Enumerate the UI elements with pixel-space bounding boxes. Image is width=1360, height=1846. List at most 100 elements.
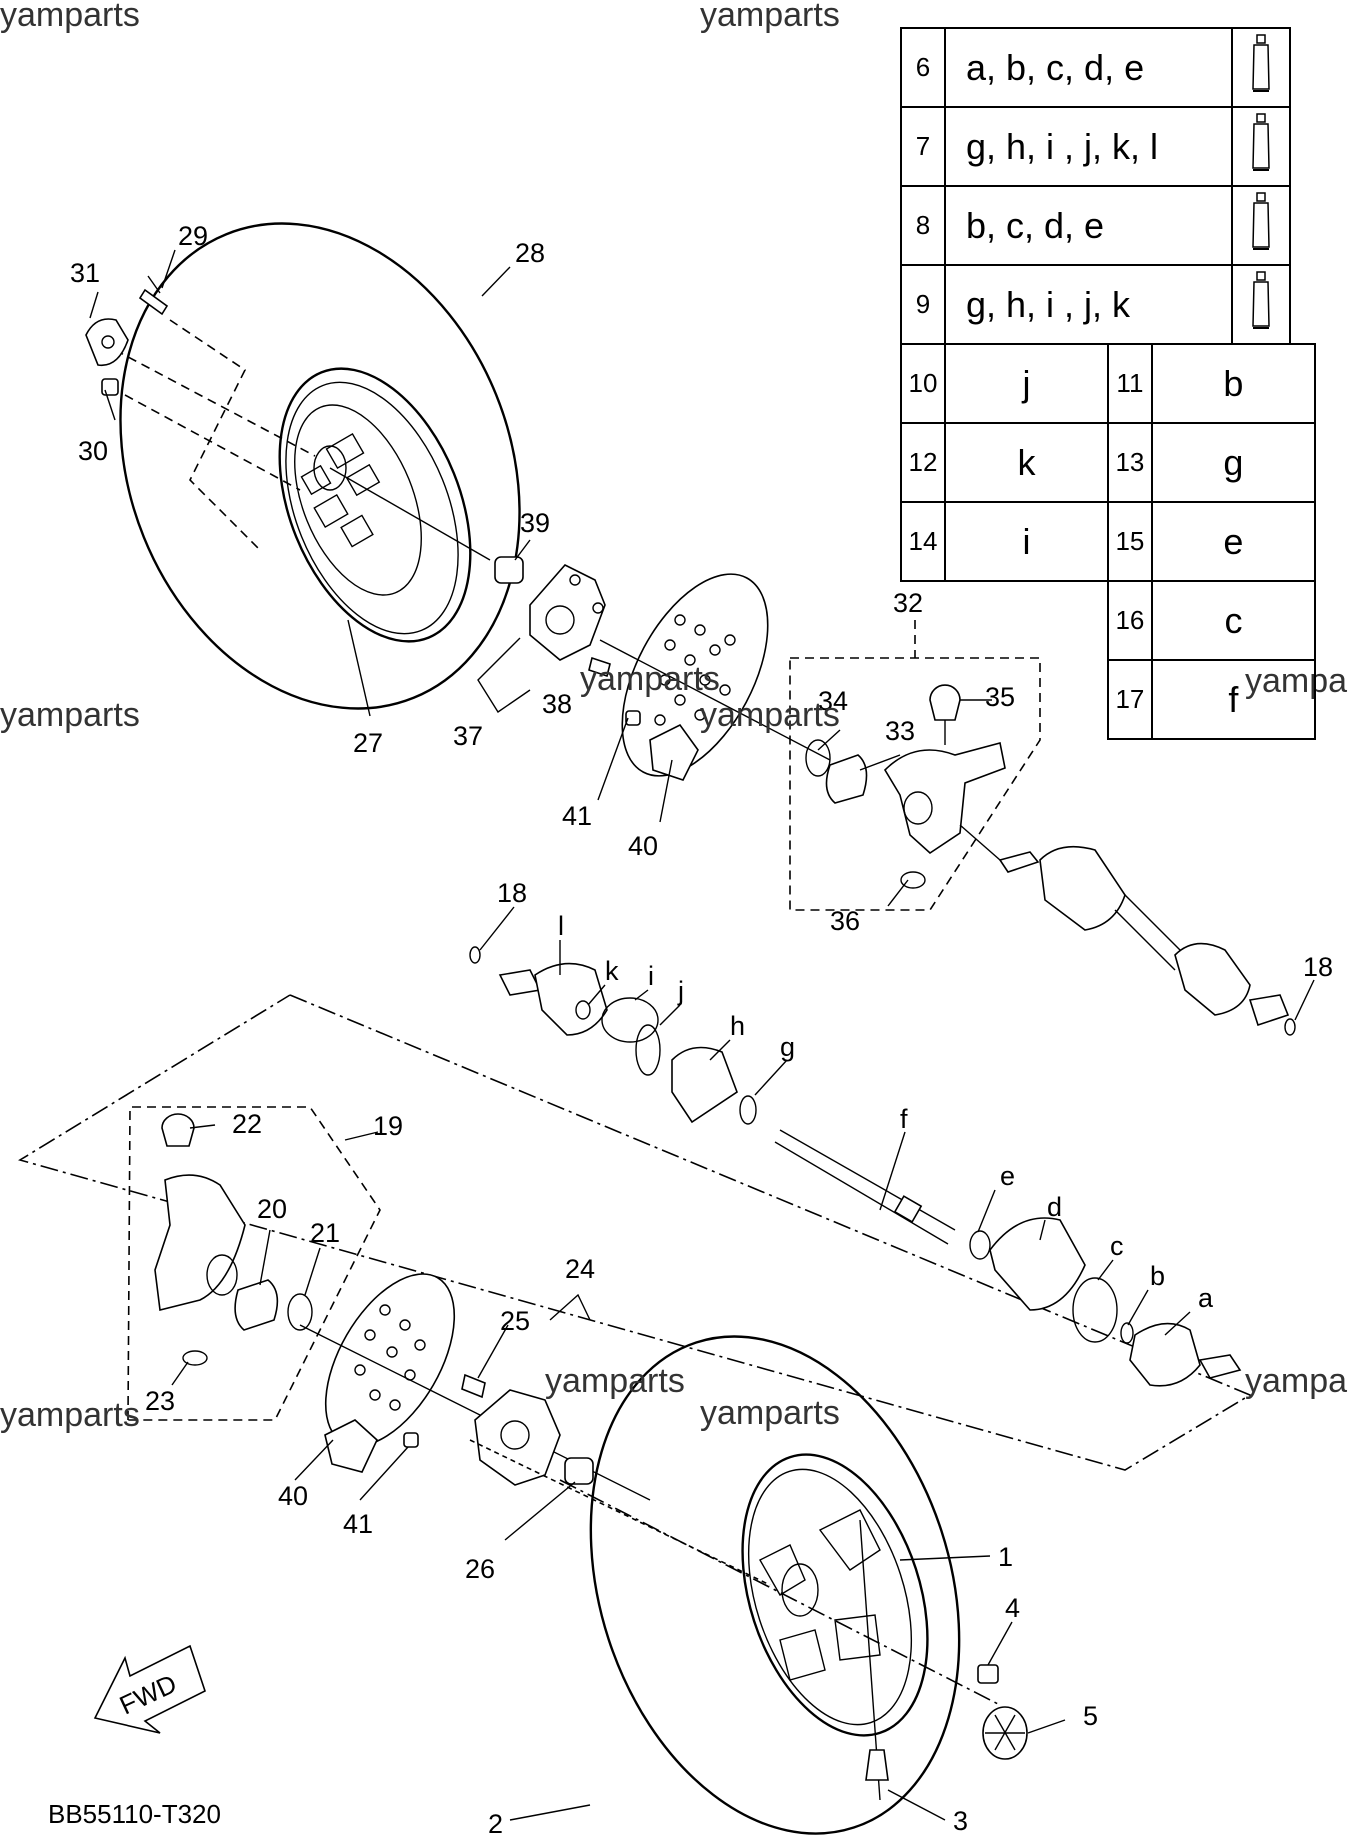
- cv-joint-parts-row-2: [774, 1129, 1242, 1387]
- callout-24: 24: [565, 1254, 595, 1284]
- legend-row-number: 8: [900, 185, 946, 266]
- legend-single-value: f: [1150, 659, 1317, 740]
- part-letter-table: 10 j 11 b 12 k 13 g 14 i 15 e 16 c 17 f: [900, 343, 1317, 740]
- callout-32: 32: [893, 588, 923, 618]
- outer-race-a: [1129, 1322, 1201, 1387]
- upper-tire: [119, 222, 521, 710]
- legend-row-letters: b, c, d, e: [944, 185, 1233, 266]
- hub-cap-31: [85, 318, 129, 367]
- upper-brake-disc: [599, 573, 831, 781]
- callout-letter-j: j: [677, 976, 684, 1006]
- watermark: yamparts: [0, 1396, 140, 1434]
- watermark: yamparts: [0, 696, 140, 734]
- legend-pair-value: i: [943, 501, 1109, 582]
- callout-letter-g: g: [780, 1032, 795, 1062]
- hub-24: [474, 1389, 561, 1486]
- callout-18-left: 18: [497, 878, 527, 908]
- legend-pair-value: g: [1150, 422, 1317, 503]
- ring-b: [1120, 1322, 1134, 1344]
- shaft-f: [893, 1195, 923, 1223]
- watermark: yamparts: [700, 0, 840, 34]
- knuckle: [883, 742, 1006, 855]
- legend-pair-number: 14: [900, 501, 946, 582]
- callout-letter-f: f: [900, 1104, 908, 1134]
- callout-1: 1: [998, 1542, 1013, 1572]
- ball-joint-22: [161, 1113, 195, 1147]
- clip-23: [182, 1350, 208, 1366]
- grease-tube-icon: [1231, 106, 1291, 187]
- nut-4: [977, 1664, 999, 1684]
- callout-26: 26: [465, 1554, 495, 1584]
- legend-pair-row: 12 k 13 g: [900, 422, 1317, 503]
- watermark: yampa: [1245, 1362, 1347, 1400]
- bolt-41-lower: [403, 1432, 419, 1448]
- cv-boot-upper-inner: [1174, 942, 1251, 1016]
- stud-29: [138, 288, 169, 316]
- legend-single-number: 16: [1106, 580, 1153, 661]
- watermark: yamparts: [580, 660, 720, 698]
- legend-pair-number: 12: [900, 422, 946, 503]
- callout-3: 3: [953, 1806, 968, 1836]
- callout-letter-d: d: [1047, 1192, 1062, 1222]
- leader-lines: [89, 249, 1315, 1821]
- lower-group-outline: [18, 994, 1252, 1471]
- legend-row-letters: g, h, i , j, k: [944, 264, 1233, 345]
- boot-d: [989, 1217, 1086, 1311]
- callout-letter-l: l: [558, 911, 564, 941]
- callout-36: 36: [830, 906, 860, 936]
- circlip-21: [287, 1293, 313, 1331]
- bolt-41: [625, 710, 641, 726]
- callout-41-lower: 41: [343, 1509, 373, 1539]
- legend-pair-row: 14 i 15 e: [900, 501, 1317, 582]
- callout-2: 2: [488, 1809, 503, 1839]
- legend-single-row: 16 c: [901, 580, 1317, 661]
- legend-row: 8 b, c, d, e: [900, 185, 1291, 266]
- upper-drive-shaft: [959, 824, 1296, 1036]
- legend-single-row: 17 f: [901, 659, 1317, 740]
- clip-18-left: [469, 946, 481, 964]
- legend-pair-number: 10: [900, 343, 946, 424]
- hub-37: [529, 564, 606, 661]
- nut-30: [101, 378, 119, 396]
- bolt-38: [588, 656, 611, 678]
- callout-33: 33: [885, 716, 915, 746]
- legend-row-letters: g, h, i , j, k, l: [944, 106, 1233, 187]
- callout-23: 23: [145, 1386, 175, 1416]
- lower-rim: [741, 1453, 929, 1737]
- legend-pair-value: k: [943, 422, 1109, 503]
- bolt-25: [461, 1373, 486, 1399]
- cv-boot-upper-outer: [1039, 845, 1126, 931]
- legend-pair-value: e: [1150, 501, 1317, 582]
- watermark: yamparts: [0, 0, 140, 34]
- callout-29: 29: [178, 221, 208, 251]
- legend-row-letters: a, b, c, d, e: [944, 27, 1233, 108]
- bearing-20: [234, 1279, 279, 1331]
- ring-j: [635, 1024, 661, 1076]
- lubrication-legend: 6 a, b, c, d, e 7 g, h, i , j, k, l 8 b,…: [900, 27, 1317, 740]
- legend-row-number: 9: [900, 264, 946, 345]
- legend-row: 6 a, b, c, d, e: [900, 27, 1291, 108]
- legend-single-value: c: [1150, 580, 1317, 661]
- legend-pair-value: j: [943, 343, 1109, 424]
- clip-18-right: [1284, 1018, 1296, 1036]
- callout-letter-c: c: [1110, 1231, 1124, 1261]
- band-c: [1072, 1277, 1118, 1343]
- callout-25: 25: [500, 1306, 530, 1336]
- band-e: [969, 1230, 991, 1260]
- clip-36: [900, 871, 926, 889]
- nut-26: [564, 1457, 594, 1485]
- callout-38: 38: [542, 689, 572, 719]
- callout-40-upper: 40: [628, 831, 658, 861]
- callout-28: 28: [515, 238, 545, 268]
- callout-letter-a: a: [1198, 1283, 1214, 1313]
- callout-34: 34: [818, 686, 848, 716]
- callout-22: 22: [232, 1109, 262, 1139]
- legend-pair-number: 15: [1106, 501, 1153, 582]
- callout-19: 19: [373, 1111, 403, 1141]
- upper-wheel-assembly: [114, 222, 521, 710]
- legend-pair-number: 13: [1106, 422, 1153, 503]
- callout-labels: 31 29 30 28 27 39 38 37 41 40 32 34 33 3…: [48, 221, 1333, 1839]
- lower-knuckle-group: [127, 1106, 381, 1421]
- watermark: yamparts: [545, 1362, 685, 1400]
- callout-39: 39: [520, 508, 550, 538]
